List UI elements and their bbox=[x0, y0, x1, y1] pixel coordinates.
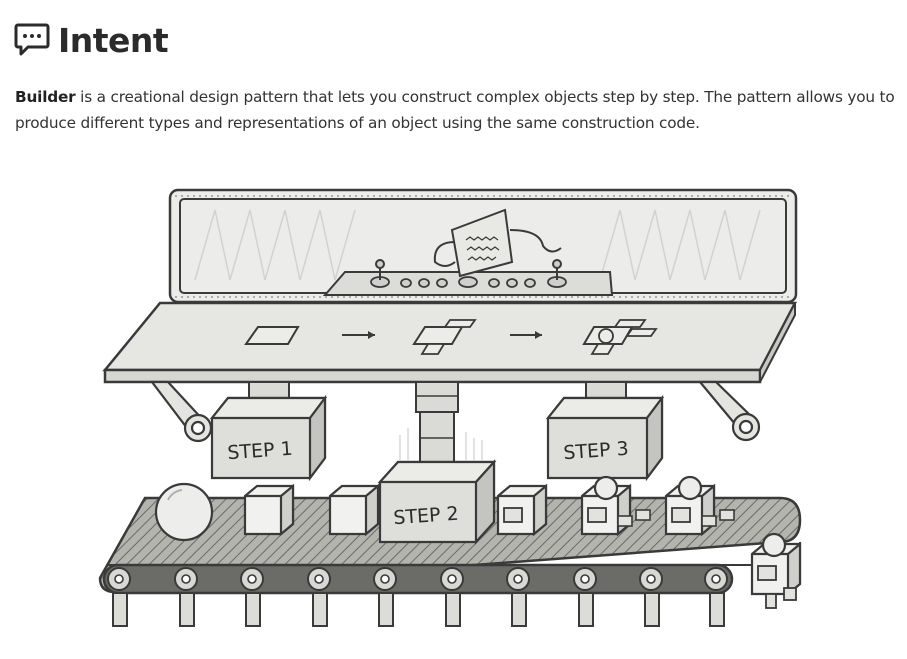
step-1-press: STEP 1 bbox=[209, 381, 328, 482]
step-1-label: STEP 1 bbox=[227, 438, 294, 464]
step-3-press: STEP 3 bbox=[545, 381, 665, 482]
belt-items bbox=[154, 475, 802, 609]
intro-paragraph: Builder is a creational design pattern t… bbox=[15, 84, 895, 136]
section-title: Intent bbox=[58, 20, 169, 60]
intro-text: is a creational design pattern that lets… bbox=[15, 88, 895, 132]
pattern-term: Builder bbox=[15, 88, 76, 106]
section-heading: Intent bbox=[14, 18, 169, 62]
speech-bubble-icon bbox=[14, 22, 50, 58]
control-monitor bbox=[168, 188, 798, 304]
step-2-label: STEP 2 bbox=[393, 503, 460, 529]
builder-illustration: STEP 1 STEP 3 bbox=[98, 188, 802, 627]
assembly-table bbox=[102, 301, 798, 384]
support-arms bbox=[149, 380, 761, 443]
step-2-press: STEP 2 bbox=[377, 381, 497, 545]
step-3-label: STEP 3 bbox=[563, 438, 630, 464]
